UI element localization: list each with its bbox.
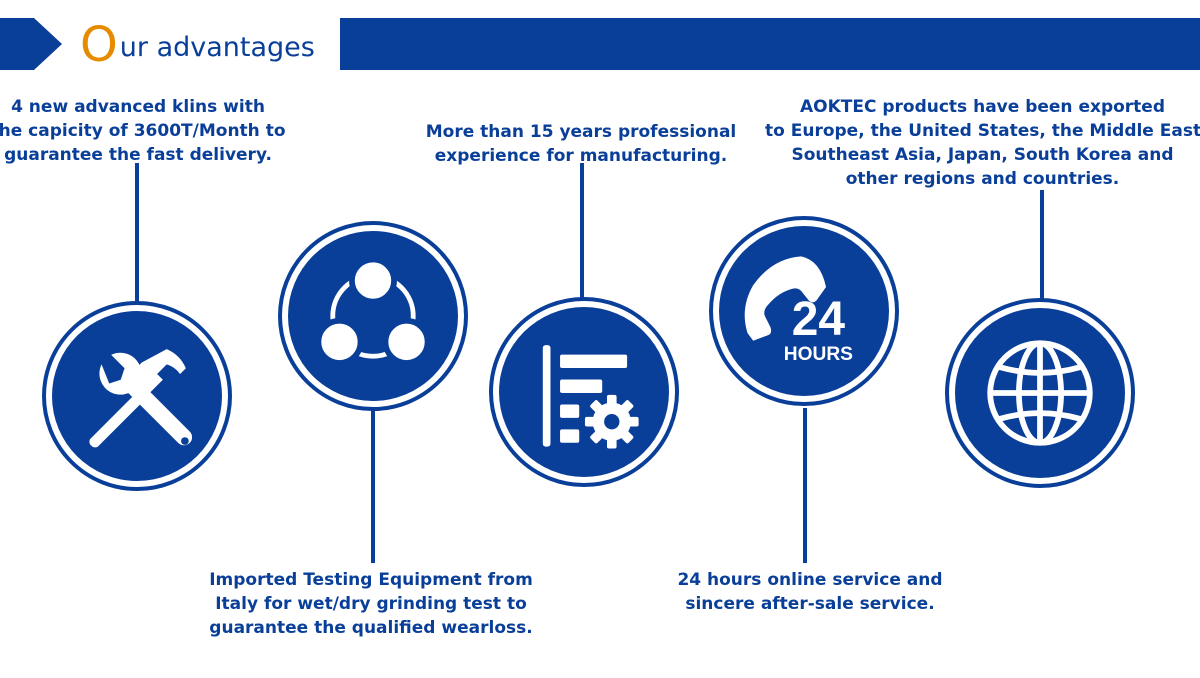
advantage-circle-service: 24 HOURS [709,216,899,406]
tools-icon [89,349,193,448]
section-title-text: ur advantages [119,32,315,63]
advantage-caption-service: 24 hours online service and sincere afte… [660,568,960,616]
caption-line: Italy for wet/dry grinding test to [215,594,527,614]
caption-line: guarantee the fast delivery. [4,145,272,165]
section-title: O ur advantages [80,18,315,70]
caption-line: 24 hours online service and [677,570,943,590]
advantage-circle-capacity [42,301,232,491]
advantage-circle-experience [489,297,679,487]
caption-line: experience for manufacturing. [434,146,728,166]
connector-line [1040,190,1044,300]
advantage-caption-testing: Imported Testing Equipment from Italy fo… [196,568,546,640]
advantage-caption-export: AOKTEC products have been exported to Eu… [765,95,1200,191]
caption-line: 4 new advanced klins with [11,97,265,117]
advantage-caption-experience: More than 15 years professional experien… [416,120,746,168]
advantage-circle-export [945,298,1135,488]
list-settings-icon [542,345,639,449]
connector-line [580,163,584,299]
header-bar [340,18,1200,70]
connection-icon [315,256,431,366]
caption-line: Imported Testing Equipment from [209,570,533,590]
advantage-caption-capacity: 4 new advanced klins with the capicity o… [0,95,288,167]
header-arrow-shape [0,18,62,70]
connector-line [371,408,375,563]
section-title-initial: O [80,17,118,73]
caption-line: other regions and countries. [845,169,1120,189]
caption-line: guarantee the qualified wearloss. [209,618,533,638]
phone-24-hours-icon: 24 HOURS [744,256,853,365]
caption-line: More than 15 years professional [425,122,737,142]
icon-text: HOURS [784,344,853,365]
caption-line: Southeast Asia, Japan, South Korea and [791,145,1174,165]
caption-line: the capicity of 3600T/Month to [0,121,286,141]
caption-line: AOKTEC products have been exported [799,97,1166,117]
advantage-circle-testing [278,221,468,411]
connector-line [803,408,807,563]
connector-line [135,163,139,303]
globe-icon [987,340,1093,446]
caption-line: to Europe, the United States, the Middle… [765,121,1200,141]
icon-number: 24 [792,293,846,346]
caption-line: sincere after-sale service. [685,594,935,614]
